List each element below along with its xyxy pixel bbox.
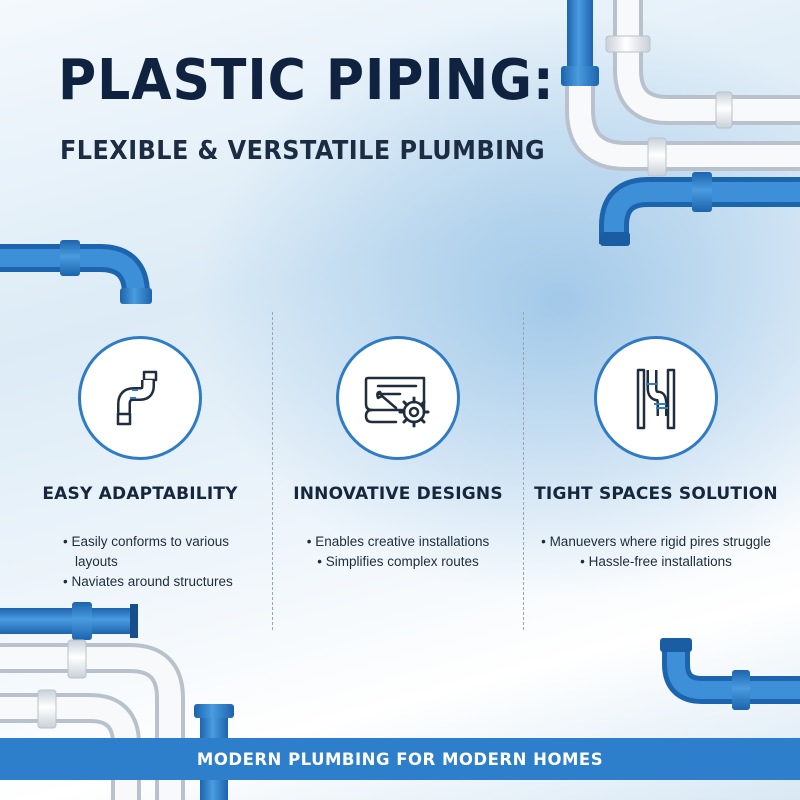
footer-text: MODERN PLUMBING FOR MODERN HOMES — [196, 749, 604, 769]
feature-title: INNOVATIVE DESIGNS — [293, 484, 503, 504]
list-item: Simplifies complex routes — [273, 552, 523, 572]
bottom-left-white-pipe — [0, 639, 185, 800]
bottom-left-blue-pipe — [0, 602, 138, 640]
bottom-right-blue-elbow-pipe — [660, 638, 800, 710]
list-item: Easily conforms to various layouts — [63, 532, 265, 572]
feature-bullets: Easily conforms to various layouts Navia… — [15, 532, 265, 592]
feature-easy-adaptability: EASY ADAPTABILITY Easily conforms to var… — [15, 336, 265, 592]
feature-bullets: Enables creative installations Simplifie… — [273, 532, 523, 572]
footer-banner: MODERN PLUMBING FOR MODERN HOMES — [0, 738, 800, 780]
top-right-white-pipe-2 — [565, 86, 800, 177]
right-blue-elbow-pipe — [599, 172, 800, 246]
column-divider — [523, 312, 524, 630]
curved-pipe-icon — [78, 336, 202, 460]
feature-tight-spaces-solution: TIGHT SPACES SOLUTION Manuevers where ri… — [531, 336, 781, 572]
feature-bullets: Manuevers where rigid pires struggle Has… — [531, 532, 781, 572]
list-item: Enables creative installations — [273, 532, 523, 552]
pipe-between-walls-icon — [594, 336, 718, 460]
list-item: Hassle-free installations — [531, 552, 781, 572]
feature-innovative-designs: INNOVATIVE DESIGNS Enables creative inst… — [273, 336, 523, 572]
feature-title: TIGHT SPACES SOLUTION — [534, 484, 778, 504]
left-blue-elbow-pipe — [0, 240, 152, 304]
page-title: PLASTIC PIPING: — [58, 48, 555, 113]
page-subtitle: FLEXIBLE & VERSTATILE PLUMBING — [60, 136, 546, 166]
feature-title: EASY ADAPTABILITY — [42, 484, 238, 504]
list-item: Naviates around structures — [63, 572, 265, 592]
blueprint-wrench-gear-icon — [336, 336, 460, 460]
top-right-blue-pipe — [561, 0, 599, 86]
list-item: Manuevers where rigid pires struggle — [531, 532, 781, 552]
column-divider — [272, 312, 273, 630]
top-right-white-pipe — [605, 0, 800, 129]
